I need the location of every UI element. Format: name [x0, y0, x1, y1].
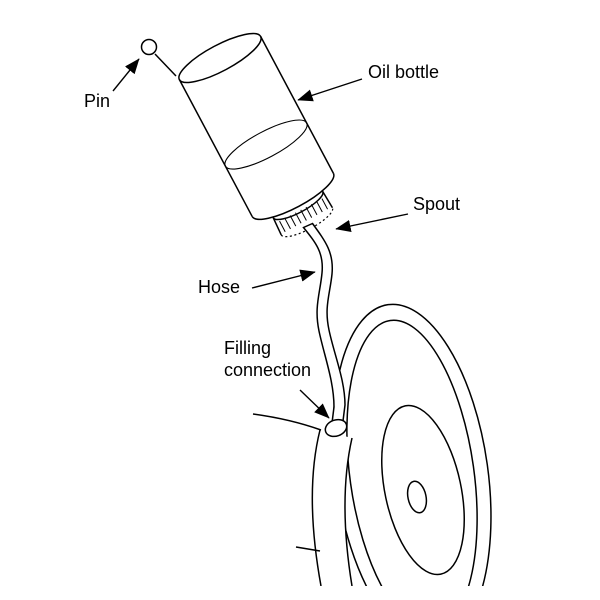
callout-arrows — [112, 58, 409, 419]
wheel-inner-ellipse — [346, 319, 478, 586]
band-right-edge — [344, 437, 353, 586]
oil-bottle-arrow — [297, 78, 363, 102]
hose-drawing — [302, 222, 346, 424]
label-filling-connection: Filling connection — [224, 338, 312, 380]
pin-ball — [140, 38, 158, 56]
filling-connection-drawing — [324, 418, 348, 438]
bottle-left-side — [178, 79, 253, 217]
filling-connection-arrow — [299, 389, 330, 419]
band-left-edge — [311, 429, 322, 586]
machine-arm-bottom-line — [295, 546, 321, 552]
machine-arm-top-line — [252, 413, 322, 431]
spout-cap-right-side — [322, 191, 334, 209]
oil-bottle-drawing — [178, 32, 335, 238]
hub-hole-ellipse — [406, 480, 428, 514]
label-spout: Spout — [413, 194, 461, 214]
hose-arrow — [251, 269, 316, 289]
bottle-right-side — [259, 36, 335, 174]
pin-arrow — [112, 58, 140, 92]
spout-cap-ribs — [279, 198, 329, 232]
bottle-bottom-arc — [251, 172, 335, 221]
bottle-body-fill — [178, 33, 334, 220]
machine-body-drawing — [252, 303, 492, 586]
spout-cap-left-side — [272, 217, 282, 236]
spout-arrow — [335, 213, 409, 233]
label-pin: Pin — [84, 91, 111, 111]
label-hose: Hose — [198, 277, 241, 297]
pin-cord-line — [154, 53, 177, 77]
label-oil-bottle: Oil bottle — [368, 62, 440, 82]
oil-level-line — [224, 119, 308, 170]
band-fill — [312, 430, 352, 586]
pin-drawing — [140, 38, 177, 77]
